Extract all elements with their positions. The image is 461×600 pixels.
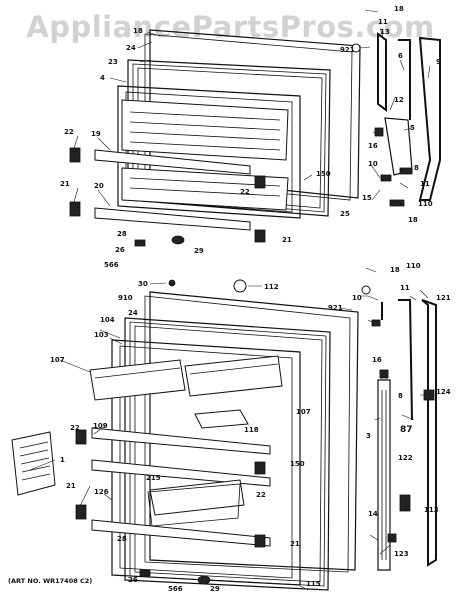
- callout: 11: [420, 180, 430, 188]
- callout: 3: [366, 432, 371, 440]
- callout: 118: [244, 426, 259, 434]
- callout-labels-top-right: 18 18 11 13: [378, 5, 404, 36]
- callout: 22: [256, 491, 266, 499]
- callout-18-top: 18: [394, 5, 404, 13]
- callout: 6: [398, 52, 403, 60]
- callout: 24: [126, 44, 136, 52]
- callout: 9: [436, 58, 441, 66]
- callout: 12: [394, 96, 404, 104]
- callout: 8: [398, 392, 403, 400]
- callout: 5: [410, 124, 415, 132]
- callout: 20: [94, 182, 104, 190]
- callout: 107: [50, 356, 65, 364]
- callout: 28: [117, 230, 127, 238]
- callout: 21: [290, 540, 300, 548]
- callout: 921: [328, 304, 343, 312]
- callout: 18: [133, 27, 143, 35]
- callout: 123: [394, 550, 409, 558]
- callout: 124: [436, 388, 451, 396]
- callout: 126: [94, 488, 109, 496]
- callout: 14: [368, 510, 378, 518]
- callout: 18: [408, 216, 418, 224]
- leader-lines: [29, 9, 431, 591]
- fresh-food-door-assembly: [11, 279, 437, 591]
- callout: 23: [108, 58, 118, 66]
- callout: 110: [406, 262, 421, 270]
- callout: 26: [128, 576, 138, 584]
- callout-labels-top: 18 18 24 921 23 4 6 9 22 19 12 5 16 10 8…: [60, 27, 441, 269]
- callout: 112: [264, 283, 279, 291]
- callout: 11: [378, 18, 388, 26]
- callout: 19: [91, 130, 101, 138]
- callout: 13: [380, 28, 390, 36]
- callout: 22: [240, 188, 250, 196]
- callout: 21: [66, 482, 76, 490]
- callout: 4: [100, 74, 105, 82]
- callout: 109: [93, 422, 108, 430]
- callout: 22: [64, 128, 74, 136]
- callout: 21: [60, 180, 70, 188]
- callout: 10: [368, 160, 378, 168]
- callout: 1: [60, 456, 65, 464]
- callout: 107: [296, 408, 311, 416]
- callout: 104: [100, 316, 115, 324]
- callout: 21: [282, 236, 292, 244]
- callout-labels-bottom: 30 112 18 110 910 921 10 11 121 24 104 1…: [50, 262, 451, 593]
- callout: 26: [115, 246, 125, 254]
- callout: 29: [194, 247, 204, 255]
- callout: 121: [436, 294, 451, 302]
- callout: 24: [128, 309, 138, 317]
- callout: 566: [168, 585, 183, 593]
- callout: 10: [352, 294, 362, 302]
- callout: 566: [104, 261, 119, 269]
- callout: 18: [390, 266, 400, 274]
- callout: 921: [340, 46, 355, 54]
- callout: 22: [70, 424, 80, 432]
- callout: 215: [146, 474, 161, 482]
- callout: 30: [138, 280, 148, 288]
- freezer-door-assembly: [69, 29, 441, 247]
- callout: 16: [368, 142, 378, 150]
- callout: 910: [118, 294, 133, 302]
- callout: 28: [117, 535, 127, 543]
- callout: 150: [316, 170, 331, 178]
- callout: 29: [210, 585, 220, 593]
- callout: 8: [414, 164, 419, 172]
- callout: 110: [418, 200, 433, 208]
- callout: 113: [424, 506, 439, 514]
- art-number: (ART NO. WR17408 C2): [8, 577, 93, 585]
- callout: 150: [290, 460, 305, 468]
- callout: 16: [372, 356, 382, 364]
- callout: 122: [398, 454, 413, 462]
- watermark: AppliancePartsPros.com: [26, 10, 435, 44]
- callout: 25: [340, 210, 350, 218]
- callout: 115: [306, 580, 321, 588]
- callout: 103: [94, 331, 109, 339]
- callout: 15: [362, 194, 372, 202]
- callout: 11: [400, 284, 410, 292]
- callout: 87: [400, 425, 413, 435]
